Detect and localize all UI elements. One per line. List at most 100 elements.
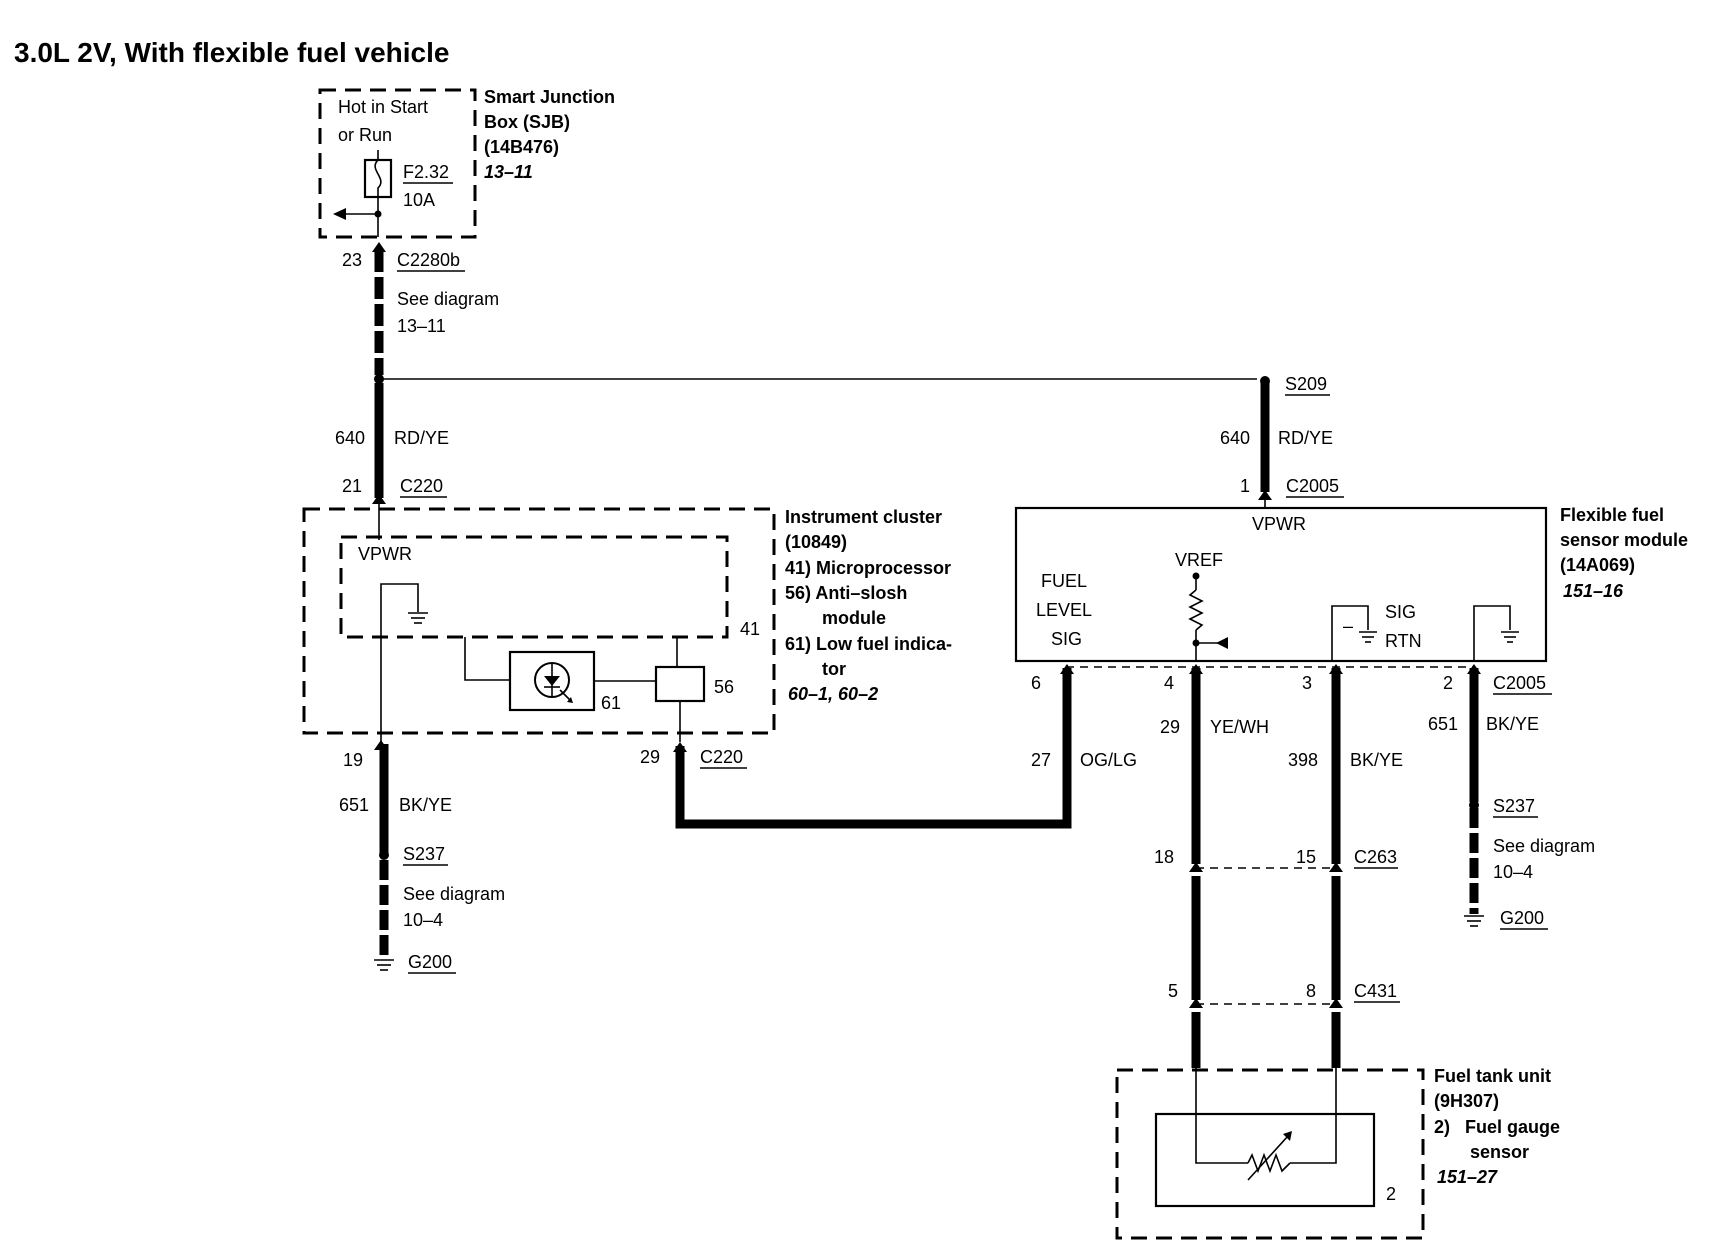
ffsm-part-number: (14A069) [1560,555,1635,575]
ffsm-fuel-line1: FUEL [1041,571,1087,591]
tank-item-1b: sensor [1470,1142,1529,1162]
cluster-item-2: 56) Anti–slosh [785,583,907,603]
sjb-name-line1: Smart Junction [484,87,615,107]
cluster-outline [302,507,776,735]
smart-junction-box: Hot in Start or Run F2.32 10A Smart Junc… [318,87,615,239]
branch-arrow-icon [333,208,346,220]
wire-640-color: RD/YE [394,428,449,448]
s209-label: S209 [1285,374,1327,394]
right-ground-wire: 651 BK/YE S237 See diagram 10–4 G200 [1428,668,1595,930]
c263-name: C263 [1354,847,1397,867]
cluster-pin-29: 29 [640,747,660,767]
left-g200: G200 [408,952,452,972]
wire-640-circuit: 640 [335,428,365,448]
c431-pin-8: 8 [1306,981,1316,1001]
tank-num-2: 2 [1386,1184,1396,1204]
wire-bk-ye-right-color: BK/YE [1486,714,1539,734]
c2280b-see: See diagram [397,289,499,309]
ffsm-pin-4: 4 [1164,673,1174,693]
instrument-cluster: VPWR 41 61 56 Instrument cluster (10849)… [302,507,952,742]
ffsm-pin-3: 3 [1302,673,1312,693]
wire-651-circuit: 651 [339,795,369,815]
ffsm-name-line2: sensor module [1560,530,1688,550]
fuel-level-sig-wire: 29 C220 27 OG/LG [640,668,1137,829]
wire-651-right-circuit: 651 [1428,714,1458,734]
vref-resistor-icon [1188,589,1204,631]
microprocessor-outline [339,535,729,639]
fuse-id: F2.32 [403,162,449,182]
sjb-outline [318,88,477,239]
fuse-element-icon [374,159,382,197]
tank-reference: 151–27 [1437,1167,1498,1187]
fuel-gauge-sensor-box [1154,1112,1376,1208]
cluster-name-line1: Instrument cluster [785,507,942,527]
ffsm-pin-6: 6 [1031,673,1041,693]
ffsm-vpwr: VPWR [1252,514,1306,534]
wire-og-lg-color: OG/LG [1080,750,1137,770]
ffsm-rtn: RTN [1385,631,1422,651]
ffsm-c2005-pin: 1 [1240,476,1250,496]
flexible-fuel-sensor-module: S209 640 RD/YE 1 C2005 VPWR FUEL LEVEL S… [1014,374,1688,695]
sjb-part-number: (14B476) [484,137,559,157]
tank-outline [1115,1068,1425,1240]
cluster-reference: 60–1, 60–2 [788,684,878,704]
cluster-item-3: 61) Low fuel indica- [785,634,952,654]
ffsm-vref: VREF [1175,550,1223,570]
wire-651-color: BK/YE [399,795,452,815]
sjb-name-line2: Box (SJB) [484,112,570,132]
anti-slosh-module-box [654,665,706,703]
wire-398-circuit: 398 [1288,750,1318,770]
c2280b-name: C2280b [397,250,460,270]
left-see-ref: 10–4 [403,910,443,930]
cluster-num-56: 56 [714,677,734,697]
ffsm-minus: – [1343,616,1353,636]
sjb-hot-line2: or Run [338,125,392,145]
c431-pin-5: 5 [1168,981,1178,1001]
ffsm-pin-2: 2 [1443,673,1453,693]
cluster-ground-wire: 19 651 BK/YE S237 See diagram 10–4 G200 [339,740,505,974]
ffsm-fuel-line3: SIG [1051,629,1082,649]
cluster-item-2b: module [822,608,886,628]
wire-bk-ye-color: BK/YE [1350,750,1403,770]
wire-27-circuit: 27 [1031,750,1051,770]
left-power-wire: 23 C2280b See diagram 13–11 640 RD/YE 21… [335,242,1257,540]
c220-top-name: C220 [400,476,443,496]
sjb-reference: 13–11 [484,162,533,182]
sjb-hot-line1: Hot in Start [338,97,428,117]
fuse-rating: 10A [403,190,435,210]
c2005-bottom-pins [1060,664,1481,674]
right-see-ref: 10–4 [1493,862,1533,882]
c2280b-pin: 23 [342,250,362,270]
fuel-gauge-wires: 29 YE/WH 398 BK/YE 18 15 C263 5 8 C431 [1154,668,1403,1068]
c263-pin-18: 18 [1154,847,1174,867]
ffsm-box [1014,506,1548,663]
tank-name-line1: Fuel tank unit [1434,1066,1551,1086]
variable-resistor-icon [1247,1152,1291,1174]
tank-name-line2: (9H307) [1434,1091,1499,1111]
c263-pin-15: 15 [1296,847,1316,867]
left-see-diagram: See diagram [403,884,505,904]
ffsm-c2005-bottom: C2005 [1493,673,1546,693]
left-s237: S237 [403,844,445,864]
ffsm-reference: 151–16 [1563,581,1624,601]
right-g200: G200 [1500,908,1544,928]
ffsm-wire-640-color: RD/YE [1278,428,1333,448]
cluster-pin-19: 19 [343,750,363,770]
cluster-item-3b: tor [822,659,846,679]
cluster-item-1: 41) Microprocessor [785,558,951,578]
ffsm-fuel-line2: LEVEL [1036,600,1092,620]
ffsm-c2005-top: C2005 [1286,476,1339,496]
tank-item-1: 2) Fuel gauge [1434,1117,1560,1137]
ffsm-wire-640-circuit: 640 [1220,428,1250,448]
right-see-diagram: See diagram [1493,836,1595,856]
right-s237: S237 [1493,796,1535,816]
cluster-name-line2: (10849) [785,532,847,552]
c431-name: C431 [1354,981,1397,1001]
ffsm-sig: SIG [1385,602,1416,622]
cluster-num-41: 41 [740,619,760,639]
ffsm-name-line1: Flexible fuel [1560,505,1664,525]
cluster-num-61: 61 [601,693,621,713]
cluster-c220-bottom: C220 [700,747,743,767]
wire-ye-wh-color: YE/WH [1210,717,1269,737]
